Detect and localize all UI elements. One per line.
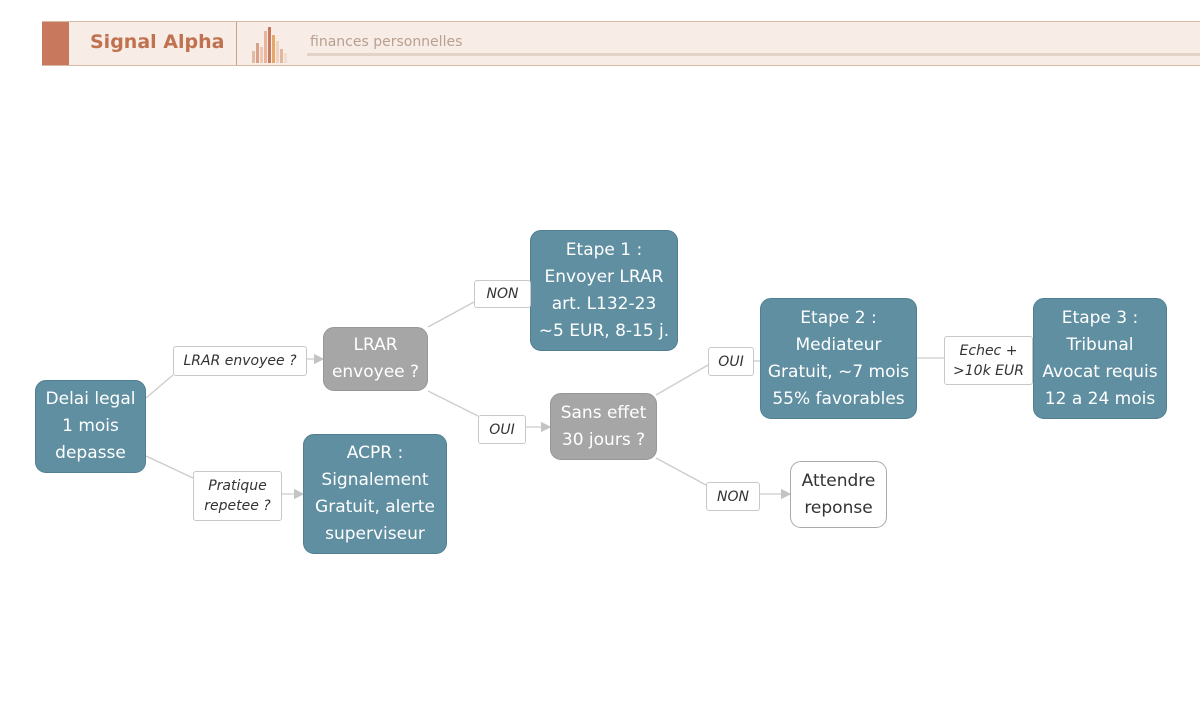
node-attendre: Attendre reponse	[790, 461, 887, 528]
brand-title[interactable]: Signal Alpha	[90, 31, 225, 53]
node-attendre-line: Attendre	[801, 470, 876, 491]
node-sans-effet-line: 30 jours ?	[561, 429, 646, 450]
node-etape-3: Etape 3 : Tribunal Avocat requis 12 a 24…	[1033, 298, 1167, 419]
edge-lrar-to-oui-label	[427, 390, 479, 417]
edge-label-non-1: NON	[474, 280, 531, 308]
node-acpr-line: ACPR :	[346, 443, 404, 463]
node-etape-3-line: Tribunal	[1066, 334, 1134, 355]
edge-label-text: Pratique	[208, 478, 267, 494]
node-lrar-question-line: LRAR	[353, 335, 398, 355]
node-etape-2-line: Mediateur	[795, 334, 882, 355]
node-etape-2-line: 55% favorables	[772, 388, 905, 409]
node-etape-1: Etape 1 : Envoyer LRAR art. L132-23 ~5 E…	[530, 230, 678, 351]
node-acpr-line: superviseur	[325, 524, 425, 544]
node-etape-2-line: Etape 2 :	[800, 307, 877, 328]
node-start-line: 1 mois	[62, 416, 119, 436]
edge-start-to-pratique-label	[145, 455, 194, 479]
edge-label-text: >10k EUR	[953, 362, 1024, 379]
node-etape-1-line: Envoyer LRAR	[544, 266, 664, 287]
edge-label-text: NON	[486, 286, 519, 302]
header-separator	[236, 22, 237, 65]
node-lrar-question-line: envoyee ?	[331, 362, 420, 382]
edge-label-oui-2: OUI	[708, 347, 754, 376]
header-accent-block	[42, 22, 69, 65]
node-acpr-line: Signalement	[321, 470, 429, 490]
node-acpr-line: Gratuit, alerte	[315, 497, 435, 517]
edge-label-text: LRAR envoyee ?	[183, 353, 297, 369]
node-etape-1-line: Etape 1 :	[565, 239, 643, 260]
header-underline	[307, 53, 1200, 56]
node-start-line: depasse	[55, 443, 126, 463]
node-start: Delai legal 1 mois depasse	[35, 380, 146, 473]
edge-lrar-to-non-label	[427, 301, 475, 328]
edge-start-to-lrar-label	[145, 374, 174, 399]
node-sans-effet-line: Sans effet	[560, 402, 647, 423]
edge-label-text: repetee ?	[204, 498, 271, 514]
edge-label-lrar-envoyee: LRAR envoyee ?	[173, 346, 307, 376]
edge-sans-effet-to-non-label	[655, 457, 707, 486]
node-acpr: ACPR : Signalement Gratuit, alerte super…	[303, 434, 447, 554]
node-etape-2: Etape 2 : Mediateur Gratuit, ~7 mois 55%…	[760, 298, 917, 419]
node-etape-3-line: Etape 3 :	[1061, 307, 1139, 328]
node-etape-2-line: Gratuit, ~7 mois	[767, 361, 910, 382]
node-etape-3-line: Avocat requis	[1042, 361, 1158, 382]
edge-label-pratique: Pratique repetee ?	[193, 471, 282, 521]
node-etape-1-line: ~5 EUR, 8-15 j.	[538, 320, 670, 341]
edge-sans-effet-to-oui-label	[655, 364, 709, 396]
bar-chart-logo-icon	[252, 27, 287, 63]
edge-label-text: NON	[717, 488, 749, 505]
edge-label-non-2: NON	[706, 482, 760, 511]
header-tagline: finances personnelles	[310, 34, 463, 50]
node-sans-effet: Sans effet 30 jours ?	[550, 393, 657, 460]
edge-label-oui-1: OUI	[478, 415, 526, 444]
edge-label-text: Echec +	[959, 342, 1018, 359]
node-attendre-line: reponse	[804, 497, 873, 518]
edge-label-echec: Echec + >10k EUR	[944, 336, 1033, 385]
edge-label-text: OUI	[718, 353, 744, 370]
node-start-line: Delai legal	[45, 389, 136, 409]
app-header: Signal Alpha finances personnelles	[42, 21, 1200, 66]
edge-label-text: OUI	[489, 421, 515, 438]
node-etape-3-line: 12 a 24 mois	[1044, 388, 1156, 409]
node-etape-1-line: art. L132-23	[551, 293, 657, 314]
node-lrar-question: LRAR envoyee ?	[323, 327, 428, 391]
